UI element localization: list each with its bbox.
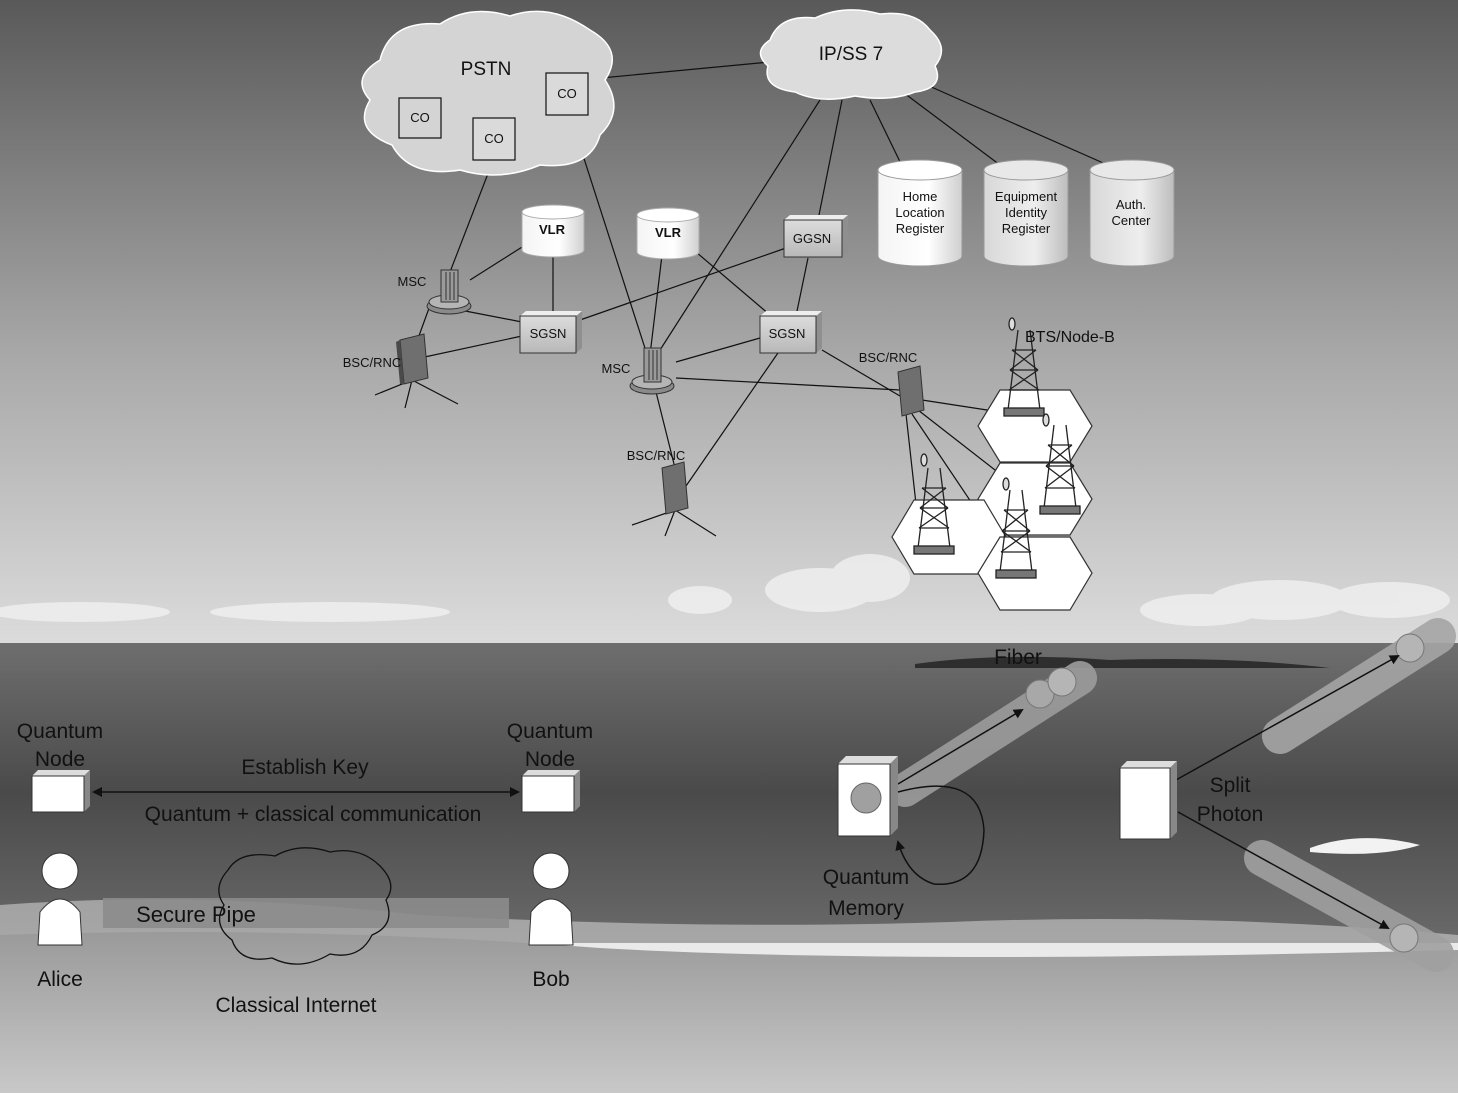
bts-towers — [913, 317, 1081, 579]
bsc-label-center: BSC/RNC — [627, 448, 686, 463]
channel-label: Quantum + classical communication — [145, 803, 482, 826]
auc-label-line2: Center — [1111, 213, 1151, 228]
co-box-right: CO — [545, 72, 589, 116]
horizon-clouds — [0, 554, 1450, 626]
co-label: CO — [484, 131, 504, 146]
co-box-center: CO — [472, 117, 516, 161]
eir-label-line2: Identity — [1005, 205, 1047, 220]
hlr-label-line1: Home — [903, 189, 938, 204]
quantum-memory-label-line1: Quantum — [823, 866, 909, 889]
wave-foam — [1310, 838, 1420, 854]
hlr-label-line3: Register — [896, 221, 945, 236]
quantum-node-right-label-line2: Node — [525, 748, 575, 771]
bsc-label-left: BSC/RNC — [343, 355, 402, 370]
fiber-tube-upper-right — [1262, 618, 1456, 754]
auc-label-line1: Auth. — [1116, 197, 1146, 212]
classical-internet-label: Classical Internet — [215, 994, 376, 1017]
co-label: CO — [410, 110, 430, 125]
co-label: CO — [557, 86, 577, 101]
memory-loop-arrow — [895, 785, 985, 885]
alice-label: Alice — [37, 968, 83, 991]
fiber-tube-center — [888, 661, 1097, 807]
quantum-node-right-label-line1: Quantum — [507, 720, 593, 743]
sand-background — [0, 931, 1458, 1093]
quantum-memory-box — [837, 756, 898, 837]
breakwater — [915, 656, 1330, 668]
secure-pipe-label: Secure Pipe — [136, 902, 256, 927]
bob-label: Bob — [532, 968, 569, 991]
pstn-label: PSTN — [461, 59, 512, 80]
memory-emission-arrow — [897, 708, 1024, 785]
quantum-node-left-label-line2: Node — [35, 748, 85, 771]
vlr-label: VLR — [539, 222, 566, 237]
sky-background — [0, 0, 1458, 645]
pstn-cloud — [361, 10, 615, 176]
msc-label-left: MSC — [398, 274, 427, 289]
quantum-memory-label-line2: Memory — [828, 897, 904, 920]
alice-figure — [37, 852, 83, 946]
split-arrow-up — [1175, 655, 1400, 781]
photon-splitter-box — [1119, 761, 1177, 840]
ggsn-label: GGSN — [793, 231, 831, 246]
split-arrow-down — [1177, 811, 1390, 929]
hlr-label-line2: Location — [895, 205, 944, 220]
split-photon-label-line2: Photon — [1197, 803, 1264, 826]
bsc-label-right: BSC/RNC — [859, 350, 918, 365]
auc-database: Auth. Center — [1089, 159, 1175, 267]
hlr-database: Home Location Register — [877, 159, 963, 267]
co-box-left: CO — [398, 97, 442, 139]
vlr-database-left: VLR — [521, 204, 585, 258]
quantum-node-right — [521, 770, 580, 813]
vlr-label: VLR — [655, 225, 682, 240]
bsc-unit-center — [661, 461, 689, 515]
bob-figure — [528, 852, 574, 946]
ipss7-label: IP/SS 7 — [819, 44, 883, 65]
quantum-node-left — [31, 770, 90, 813]
bsc-unit-left — [396, 333, 429, 385]
establish-key-label: Establish Key — [241, 756, 369, 779]
sgsn-node-right: SGSN — [759, 311, 822, 354]
ipss7-cloud — [759, 9, 943, 100]
sgsn-node-left: SGSN — [519, 311, 582, 354]
internet-cloud — [218, 847, 392, 965]
vlr-database-right: VLR — [636, 207, 700, 260]
quantum-node-left-label-line1: Quantum — [17, 720, 103, 743]
msc-label-center: MSC — [602, 361, 631, 376]
eir-database: Equipment Identity Register — [983, 159, 1069, 267]
split-photon-label-line1: Split — [1210, 774, 1251, 797]
ggsn-node: GGSN — [783, 215, 848, 258]
msc-switch-left — [426, 269, 472, 315]
bsc-unit-right — [897, 365, 925, 417]
eir-label-line3: Register — [1002, 221, 1051, 236]
secure-pipe — [103, 898, 509, 928]
msc-switch-center — [629, 347, 675, 395]
sgsn-label: SGSN — [530, 326, 567, 341]
bts-label: BTS/Node-B — [1025, 329, 1115, 346]
fiber-label: Fiber — [994, 646, 1042, 669]
sgsn-label: SGSN — [769, 326, 806, 341]
eir-label-line1: Equipment — [995, 189, 1058, 204]
